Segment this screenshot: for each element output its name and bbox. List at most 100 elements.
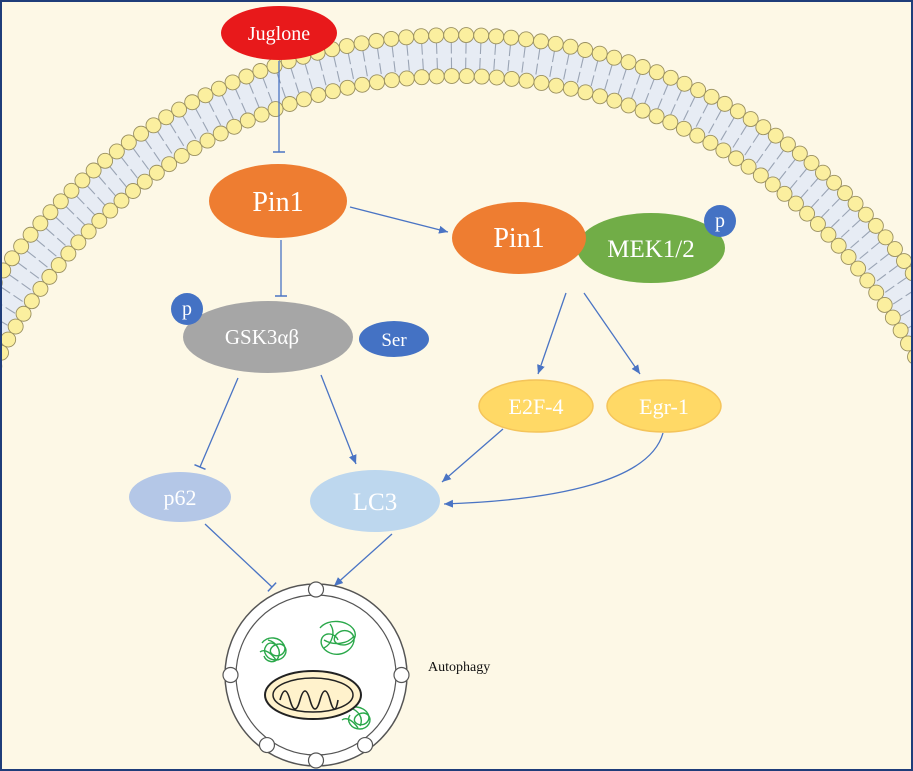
lipid-head	[173, 147, 190, 164]
lipid-tail	[322, 74, 327, 86]
autophagosome-pore	[307, 752, 325, 769]
gsk-inhibits-p62-bar	[194, 463, 206, 471]
lipid-head	[22, 226, 39, 243]
lipid-tail	[787, 159, 796, 169]
gsk-phospho-badge: p	[171, 293, 203, 325]
lipid-head	[136, 173, 153, 190]
pin1-right-label: Pin1	[493, 223, 544, 254]
lipid-head	[814, 164, 831, 181]
lipid-tail	[740, 125, 748, 136]
lipid-tail	[248, 83, 254, 94]
lipid-tail	[208, 101, 215, 113]
lipid-head	[413, 69, 430, 86]
lipid-tail	[66, 227, 76, 236]
lipid-head	[398, 29, 415, 46]
gsk-phospho-label: p	[182, 298, 192, 320]
lipid-tail	[141, 160, 150, 170]
lipid-tail	[29, 271, 40, 279]
lipid-tail	[876, 273, 887, 282]
lipid-tail	[821, 208, 830, 218]
lipid-tail	[87, 185, 96, 195]
lipid-head	[791, 145, 808, 162]
lipid-tail	[870, 241, 881, 250]
lipid-head	[877, 229, 894, 246]
lipid-tail	[267, 91, 273, 103]
lipid-tail	[21, 282, 31, 291]
lipid-head	[324, 83, 341, 100]
lipid-tail	[604, 79, 609, 91]
lipid-tail	[900, 309, 911, 317]
p62-label: p62	[164, 485, 197, 510]
ser-label: Ser	[381, 330, 407, 351]
lipid-tail	[657, 98, 663, 109]
lipid-head	[473, 68, 490, 85]
lipid-tail	[0, 320, 8, 326]
lipid-tail	[132, 148, 141, 158]
lipid-tail	[157, 131, 165, 142]
juglone-ellipse	[221, 6, 337, 60]
protein-aggregate-1	[259, 637, 287, 663]
lipid-tail	[695, 116, 702, 127]
lipid-tails	[0, 42, 913, 339]
lipid-head	[799, 205, 816, 222]
lipid-head	[752, 167, 769, 184]
lipid-tail	[702, 103, 709, 114]
lipid-head	[97, 152, 114, 169]
lipid-head	[729, 103, 746, 120]
lipid-tail	[880, 253, 890, 261]
lipid-head	[473, 27, 490, 44]
lipid-tail	[663, 84, 669, 96]
lipid-head	[533, 75, 550, 91]
lipid-tail	[756, 153, 764, 164]
lipid-tail	[810, 178, 819, 188]
lipid-tail	[182, 115, 189, 126]
lipid-tail	[290, 68, 295, 79]
lipid-tail	[56, 237, 66, 246]
lipid-tail	[379, 63, 382, 75]
lipid-head	[675, 120, 692, 137]
lipid-head	[113, 192, 130, 209]
membrane-band	[0, 35, 913, 355]
lipid-head	[161, 156, 178, 173]
lipid-tail	[422, 58, 424, 70]
lipid-tail	[590, 75, 595, 87]
lipid-tail	[17, 262, 28, 270]
lipid-tail	[235, 89, 241, 100]
lipid-head	[354, 76, 371, 93]
lipid-head	[133, 125, 149, 142]
lipid-head	[267, 101, 284, 118]
lipid-tail	[376, 48, 380, 60]
lipid-head	[4, 250, 20, 267]
autophagosome-pore	[393, 666, 410, 684]
lipid-tail	[670, 104, 676, 115]
mek-node: MEK1/2	[577, 213, 725, 283]
e2f4-node: E2F-4	[478, 379, 594, 433]
juglone-node: Juglone	[221, 6, 337, 60]
lipid-tail	[821, 187, 830, 197]
lipid-tail	[393, 61, 396, 73]
lipid-head	[577, 84, 594, 101]
lipid-tail	[576, 71, 581, 83]
lipid-head	[648, 64, 665, 81]
lipid-head	[547, 35, 564, 52]
p62-ellipse	[129, 472, 231, 522]
lipid-head	[70, 234, 87, 251]
lipid-head	[690, 82, 707, 99]
lipid-head	[7, 318, 24, 335]
lipid-head	[606, 49, 623, 66]
lipid-tail	[884, 285, 895, 293]
lipid-tail	[189, 128, 197, 139]
lipid-tail	[221, 95, 228, 106]
lipid-head	[876, 297, 893, 313]
lipid-head	[884, 309, 901, 326]
lipid-head	[413, 28, 430, 45]
egr1-node: Egr-1	[606, 379, 722, 433]
lipid-tail	[776, 150, 784, 160]
lipid-tail	[118, 177, 127, 188]
lipid-head	[91, 212, 108, 229]
lipid-head	[252, 63, 269, 79]
lipid-tail	[333, 56, 337, 68]
lipid-tail	[810, 198, 820, 208]
lipid-head	[532, 33, 549, 50]
lipid-head	[80, 223, 97, 240]
